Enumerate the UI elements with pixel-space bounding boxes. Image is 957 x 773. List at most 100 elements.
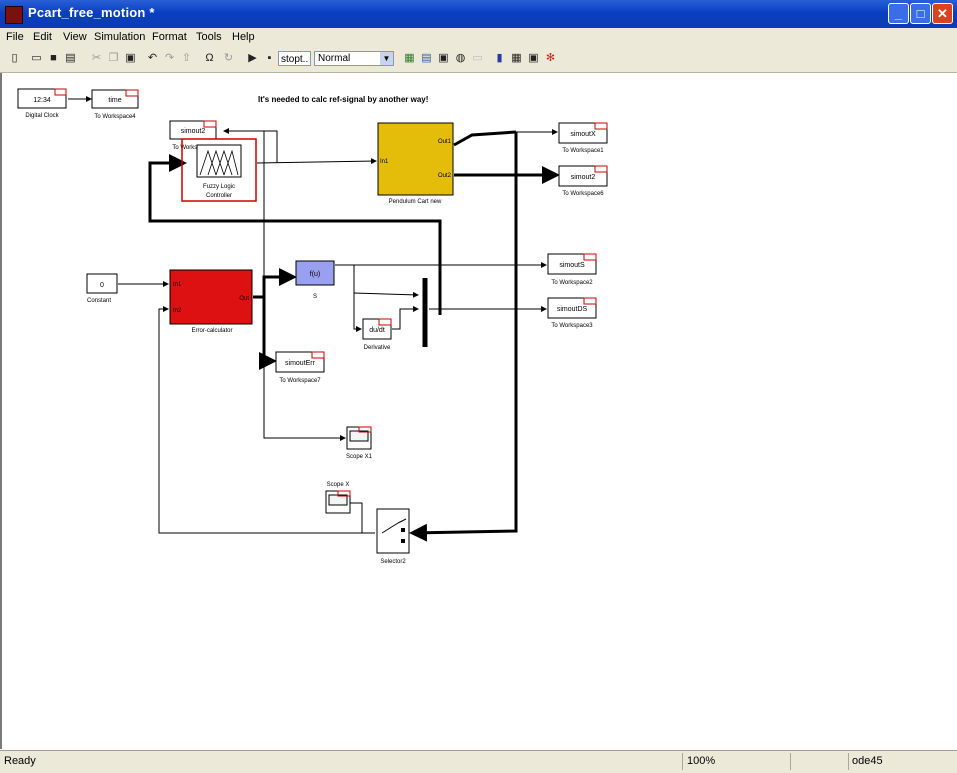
scope-manager-icon[interactable]: ▦ xyxy=(511,52,522,64)
update-diagram-icon[interactable]: ▤ xyxy=(421,52,432,64)
digital-clock-value: 12:34 xyxy=(33,97,51,104)
menu-help[interactable]: Help xyxy=(232,31,255,43)
selector2-label: Selector2 xyxy=(380,559,406,565)
signal-builder-icon[interactable]: ▣ xyxy=(528,52,539,64)
constant-label: Constant xyxy=(87,298,111,304)
signal-bus-x xyxy=(453,130,517,147)
menu-format[interactable]: Format xyxy=(152,31,187,43)
to-workspace1-value: simoutX xyxy=(570,131,596,138)
to-workspace6-block[interactable]: simout2 To Workspace6 xyxy=(558,165,608,197)
pendulum-cart-block[interactable]: In1 Out1 Out2 Pendulum Cart new xyxy=(377,122,454,205)
refresh-icon[interactable]: ↻ xyxy=(223,52,234,64)
save-icon[interactable]: ■ xyxy=(50,52,57,64)
to-workspace7-value: simoutErr xyxy=(285,360,316,367)
maximize-button[interactable]: □ xyxy=(910,3,931,24)
close-button[interactable]: ✕ xyxy=(932,3,953,24)
to-workspace7-block[interactable]: simoutErr To Workspace7 xyxy=(275,351,325,384)
error-in1-port: In1 xyxy=(173,282,182,288)
undo-icon[interactable]: ↶ xyxy=(147,52,158,64)
simulink-app-icon xyxy=(5,6,23,24)
digital-clock-block[interactable]: 12:34 Digital Clock xyxy=(17,88,67,119)
window-title: Pcart_free_motion * xyxy=(28,5,155,20)
open-icon[interactable]: ▭ xyxy=(31,52,42,64)
toolbar: ▯ ▭ ■ ▤ ✂ ❐ ▣ ↶ ↷ ⇧ Ω ↻ ▶ ▪ stopt.. Norm… xyxy=(0,47,957,73)
pendulum-in-port: In1 xyxy=(380,159,389,165)
status-bar: Ready 100% ode45 xyxy=(0,750,957,773)
to-workspace5-value: simout2 xyxy=(181,128,206,135)
solver-name: ode45 xyxy=(852,755,883,767)
menu-view[interactable]: View xyxy=(63,31,87,43)
stop-simulation-icon[interactable]: ▪ xyxy=(267,52,272,64)
digital-clock-label: Digital Clock xyxy=(25,113,59,119)
to-workspace1-label: To Workspace1 xyxy=(562,148,604,154)
membership-function-icon xyxy=(199,149,239,176)
to-workspace7-label: To Workspace7 xyxy=(279,378,321,384)
to-workspace3-label: To Workspace3 xyxy=(551,323,593,329)
status-divider xyxy=(790,753,791,770)
fuzzy-label-1: Fuzzy Logic xyxy=(203,184,235,190)
menu-file[interactable]: File xyxy=(6,31,24,43)
to-workspace5-label: To Workspace5 xyxy=(172,145,214,151)
pendulum-out2-port: Out2 xyxy=(438,173,452,179)
go-to-parent-icon[interactable]: ⇧ xyxy=(181,52,192,64)
s-function-block[interactable]: f(u) S xyxy=(295,260,335,300)
to-workspace6-label: To Workspace6 xyxy=(562,191,604,197)
disabled-tool-icon[interactable]: ▭ xyxy=(472,52,483,64)
paste-icon[interactable]: ▣ xyxy=(125,52,136,64)
simulation-mode-select[interactable]: Normal ▼ xyxy=(314,51,394,66)
s-function-label: S xyxy=(313,294,317,300)
copy-icon[interactable]: ❐ xyxy=(108,52,119,64)
minimize-button[interactable]: _ xyxy=(888,3,909,24)
to-workspace4-label: To Workspace4 xyxy=(94,114,136,120)
to-workspace3-block[interactable]: simoutDS To Workspace3 xyxy=(547,297,597,329)
block-diagram: It's needed to calc ref-signal by anothe… xyxy=(17,88,608,565)
scope-x1-block[interactable]: Scope X1 xyxy=(346,426,373,460)
model-browser-icon[interactable]: ▮ xyxy=(496,52,503,64)
status-divider xyxy=(848,753,849,770)
new-model-icon[interactable]: ▯ xyxy=(11,52,18,64)
fuzzy-label-2: Controller xyxy=(206,193,232,199)
library-browser-icon[interactable]: Ω xyxy=(205,52,214,64)
debug-icon[interactable]: ◍ xyxy=(455,52,466,64)
block-properties-icon[interactable]: ✻ xyxy=(545,52,556,64)
error-in2-port: In2 xyxy=(173,308,182,314)
scope-x1-label: Scope X1 xyxy=(346,454,373,460)
error-out-port: Out xyxy=(239,296,249,302)
pendulum-out1-port: Out1 xyxy=(438,139,452,145)
s-function-value: f(u) xyxy=(310,271,321,278)
redo-icon[interactable]: ↷ xyxy=(164,52,175,64)
model-canvas[interactable]: It's needed to calc ref-signal by anothe… xyxy=(0,73,957,749)
scope-x-label: Scope X xyxy=(327,482,350,488)
constant-block[interactable]: 0 Constant xyxy=(86,273,118,304)
model-explorer-icon[interactable]: ▣ xyxy=(438,52,449,64)
build-icon[interactable]: ▦ xyxy=(404,52,415,64)
to-workspace2-value: simoutS xyxy=(559,262,585,269)
print-icon[interactable]: ▤ xyxy=(65,52,76,64)
derivative-block[interactable]: du/dt Derivative xyxy=(362,318,392,351)
menu-edit[interactable]: Edit xyxy=(33,31,52,43)
cut-icon[interactable]: ✂ xyxy=(91,52,102,64)
zoom-level: 100% xyxy=(687,755,716,767)
selector2-block[interactable]: Selector2 xyxy=(376,508,410,565)
to-workspace6-value: simout2 xyxy=(571,174,596,181)
error-calculator-block[interactable]: In1 In2 Out Error-calculator xyxy=(169,269,253,334)
signal-lines xyxy=(68,96,560,542)
status-text: Ready xyxy=(4,755,36,767)
stop-time-input[interactable]: stopt.. xyxy=(278,51,311,66)
error-calculator-label: Error-calculator xyxy=(191,328,232,334)
fuzzy-selection-outline xyxy=(181,138,257,202)
title-bar: Pcart_free_motion * _ □ ✕ xyxy=(0,0,957,28)
start-simulation-icon[interactable]: ▶ xyxy=(248,52,257,64)
fuzzy-logic-controller-block[interactable]: Fuzzy Logic Controller xyxy=(181,138,257,202)
to-workspace2-block[interactable]: simoutS To Workspace2 xyxy=(547,253,597,286)
menu-tools[interactable]: Tools xyxy=(196,31,222,43)
to-workspace1-block[interactable]: simoutX To Workspace1 xyxy=(558,122,608,154)
diagram-annotation: It's needed to calc ref-signal by anothe… xyxy=(258,95,428,104)
scope-x-block[interactable]: Scope X xyxy=(325,482,351,514)
constant-value: 0 xyxy=(100,282,104,289)
to-workspace3-value: simoutDS xyxy=(557,306,588,313)
to-workspace2-label: To Workspace2 xyxy=(551,280,593,286)
derivative-value: du/dt xyxy=(369,327,385,334)
to-workspace4-block[interactable]: time To Workspace4 xyxy=(91,89,139,120)
menu-simulation[interactable]: Simulation xyxy=(94,31,146,43)
